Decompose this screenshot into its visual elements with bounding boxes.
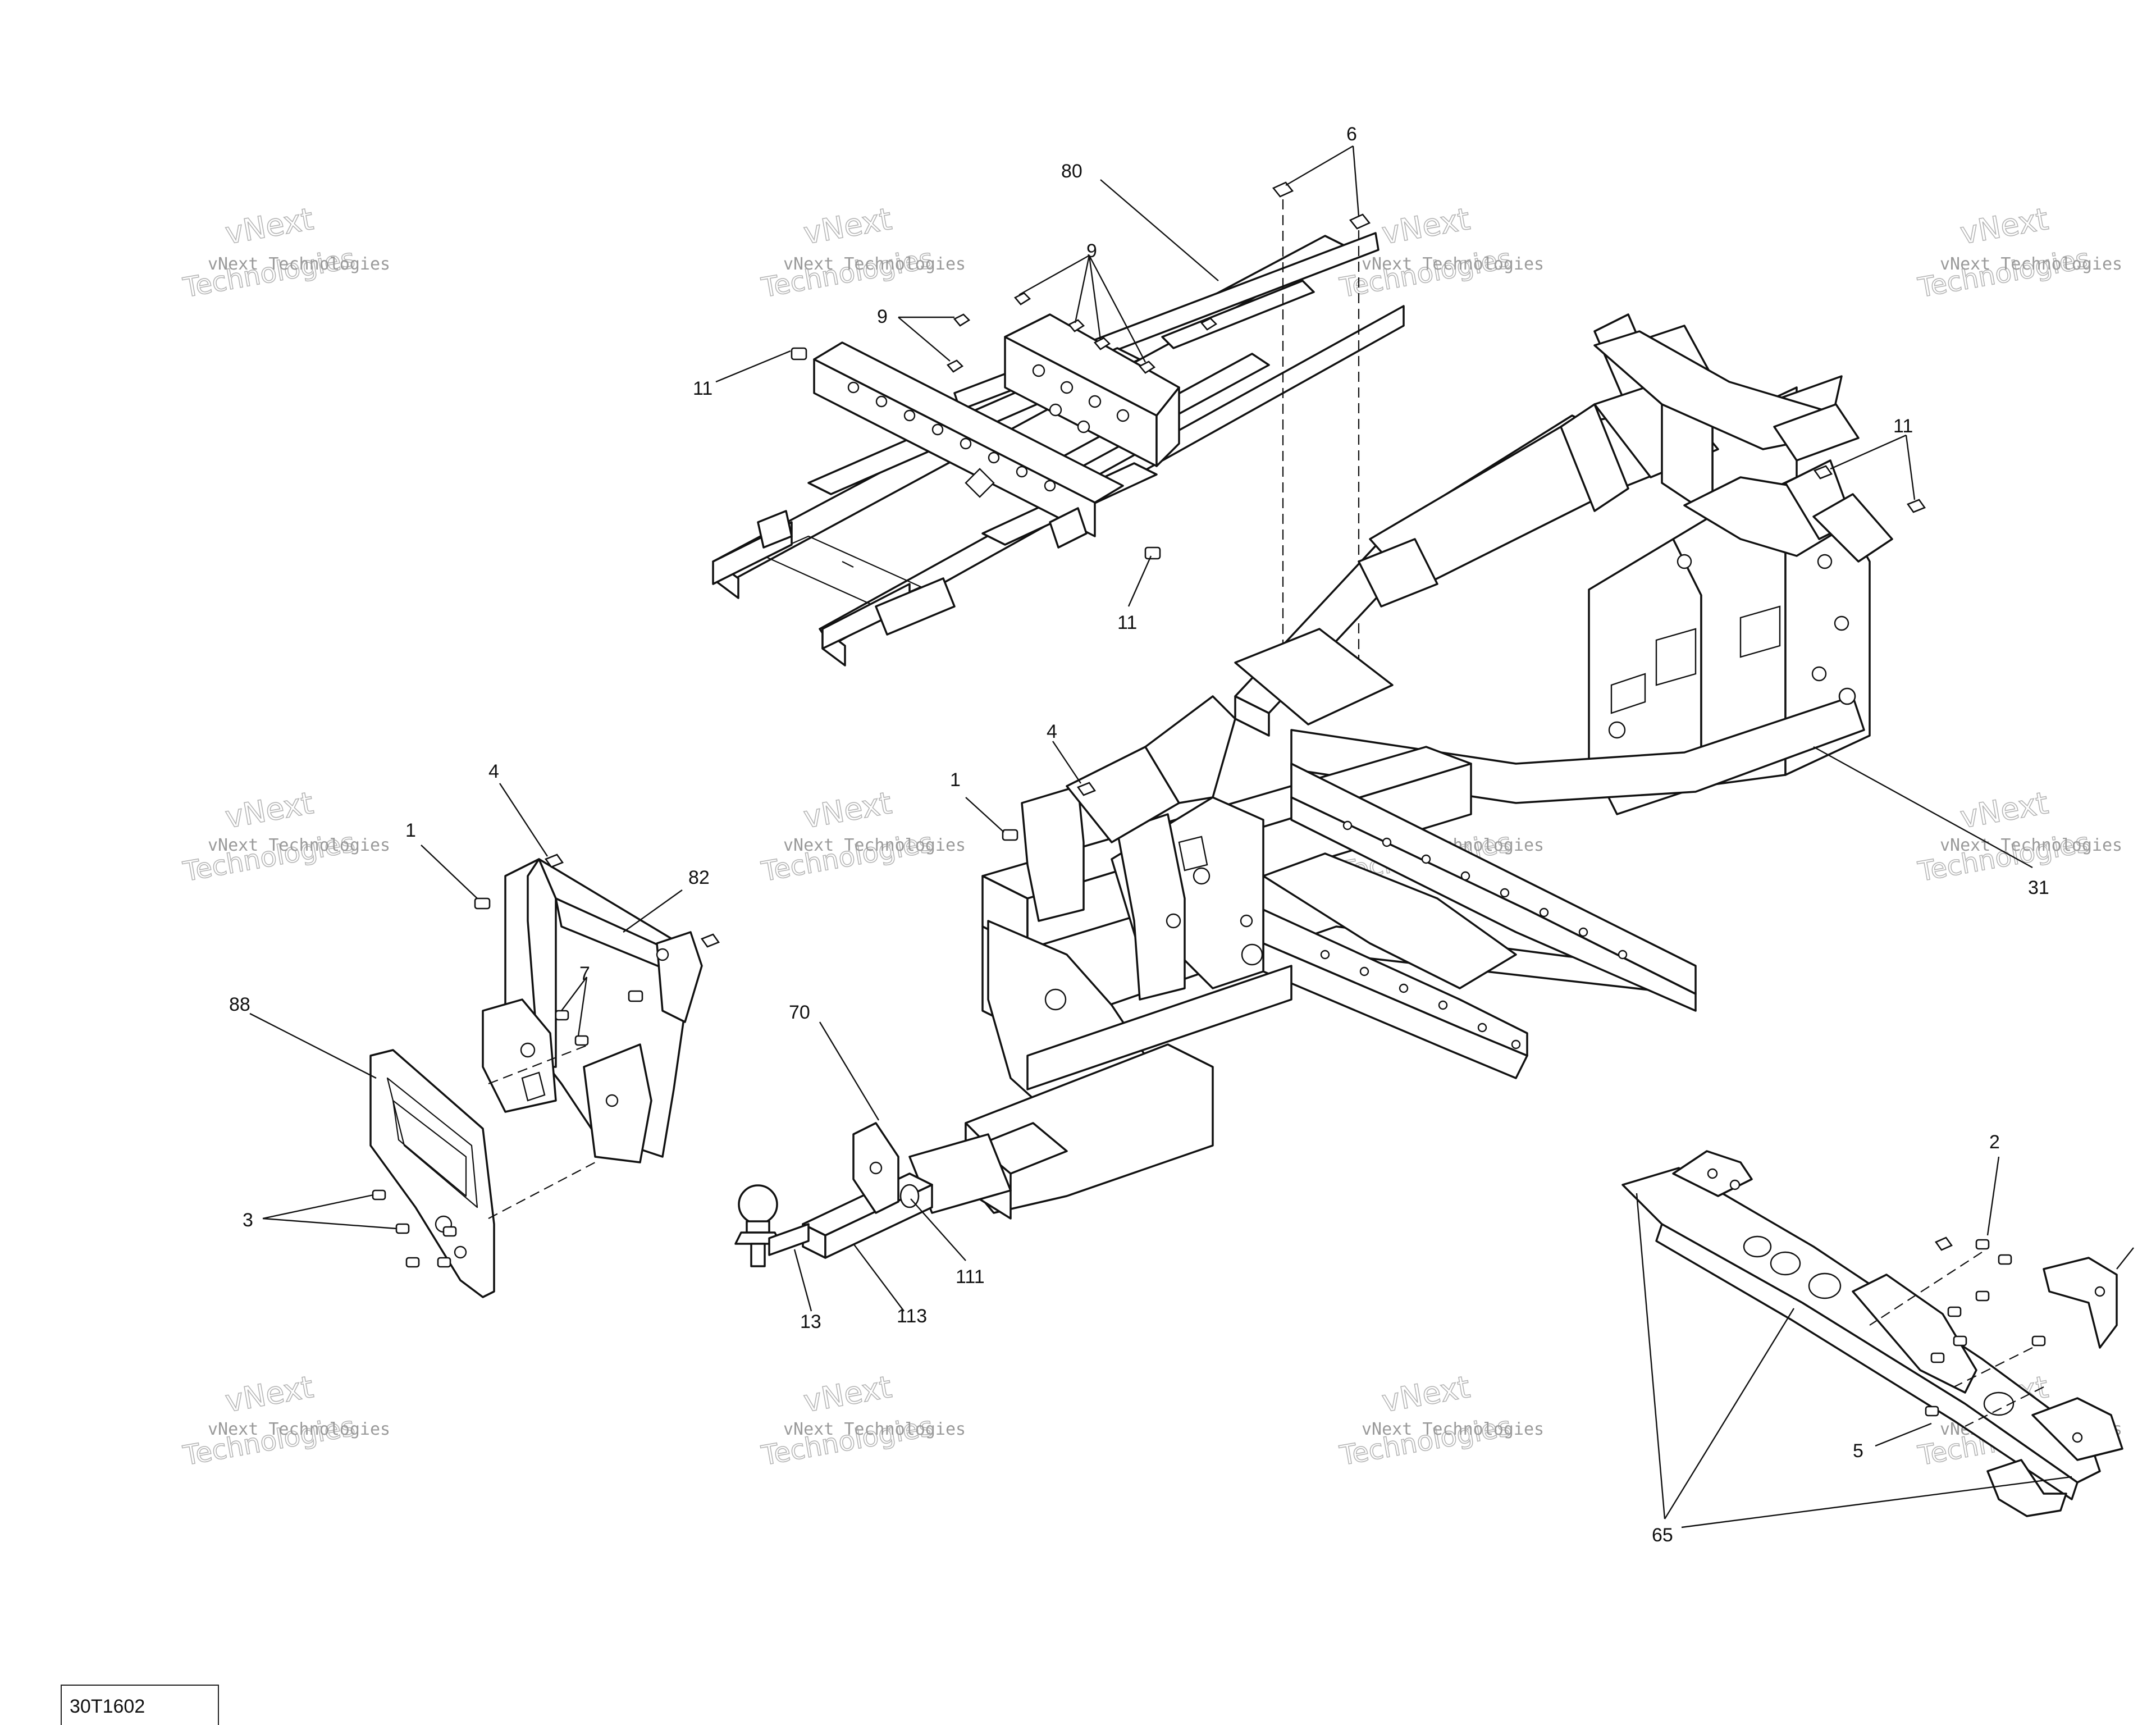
watermark-line1: vNext [1957, 785, 2050, 835]
watermark: vNext Technologies [1337, 1368, 1514, 1472]
hitch-assembly [734, 1122, 933, 1267]
hitch-ball-13 [734, 1184, 810, 1267]
watermark-line3: vNext Technologies [783, 254, 966, 274]
callout-1: 1 [405, 820, 416, 841]
callout-13: 13 [800, 1311, 821, 1332]
callout-2: 2 [1989, 1131, 2000, 1153]
callout-65: 65 [1652, 1525, 1673, 1546]
hardware-9 [946, 292, 1218, 374]
callout-82: 82 [688, 867, 710, 888]
hardware-6 [1272, 181, 1371, 230]
callout-11: 11 [693, 378, 712, 399]
callout-9: 9 [1086, 240, 1097, 262]
alignment-line [1869, 1252, 1983, 1326]
alignment-line [488, 1162, 596, 1219]
callout-4: 4 [1047, 721, 1057, 742]
callout-1: 1 [950, 769, 961, 791]
callout-5: 5 [1853, 1440, 1863, 1462]
watermark-line1: vNext [222, 1369, 316, 1419]
figure-id-label: 30T1602 [61, 1685, 219, 1725]
watermark-line1: vNext [222, 785, 316, 835]
watermark-line3: vNext Technologies [1940, 836, 2122, 855]
watermark: vNext Technologies [1915, 784, 2093, 888]
rail-holes [1320, 820, 1628, 1049]
callout-31: 31 [2028, 877, 2049, 898]
bracket-holes [847, 364, 1130, 498]
callout-11: 11 [1117, 612, 1137, 633]
watermark-line1: vNext [1379, 201, 1472, 251]
watermark: vNext Technologies [180, 200, 358, 304]
side-rail-65 [1621, 1150, 2123, 1517]
skid-plate-88 [369, 1049, 495, 1298]
rear-cargo-subframe [712, 181, 1405, 667]
callout-6: 6 [1346, 124, 1357, 145]
nut-4-frame [1076, 782, 1097, 796]
leader-lines [249, 145, 2134, 1528]
watermark-line3: vNext Technologies [208, 836, 390, 855]
watermark: vNext Technologies [759, 200, 936, 304]
callout-9: 9 [877, 306, 888, 327]
watermark: vNext Technologies [180, 1368, 358, 1472]
callout-111: 111 [956, 1266, 985, 1288]
watermark: vNext Technologies [180, 784, 358, 888]
callout-70: 70 [789, 1002, 810, 1023]
watermark-line3: vNext Technologies [783, 1420, 966, 1439]
front-bracket-82 [482, 858, 703, 1163]
nut-11-right [1813, 465, 1833, 480]
hardware-65 [1925, 1236, 2046, 1417]
main-frame [908, 313, 1926, 1220]
callout-113: 113 [897, 1306, 927, 1327]
callout-4: 4 [488, 761, 499, 782]
hardware-11 [791, 347, 1161, 560]
callout-3: 3 [243, 1210, 253, 1231]
frame-mount [1838, 687, 1856, 705]
bolt-1-frame [1002, 829, 1018, 841]
watermark: vNext Technologies [1915, 200, 2093, 304]
watermark-line1: vNext [222, 201, 316, 251]
watermark: vNext Technologies [759, 1368, 936, 1472]
watermark-line3: vNext Technologies [208, 254, 390, 274]
watermark-line3: vNext Technologies [1362, 254, 1544, 274]
watermark-line3: vNext Technologies [1940, 254, 2122, 274]
callout-7: 7 [579, 963, 590, 984]
watermark-line1: vNext [801, 201, 894, 251]
alignment-line [488, 1043, 590, 1085]
callout-11: 11 [1893, 416, 1913, 437]
watermark-line1: vNext [801, 785, 894, 835]
callout-80: 80 [1061, 161, 1082, 182]
nut-11-right [1906, 499, 1926, 513]
watermark-line1: vNext [801, 1369, 894, 1419]
callout-88: 88 [229, 994, 250, 1015]
watermark-line3: vNext Technologies [208, 1420, 390, 1439]
watermark-line3: vNext Technologies [1362, 1420, 1544, 1439]
callout-labels: 6 80 9 9 11 11 11 31 4 1 4 1 82 7 88 3 7… [229, 124, 2049, 1546]
watermark: vNext Technologies [759, 784, 936, 888]
watermark-line1: vNext [1379, 1369, 1472, 1419]
watermark-line1: vNext [1957, 201, 2050, 251]
watermark-line3: vNext Technologies [783, 836, 966, 855]
